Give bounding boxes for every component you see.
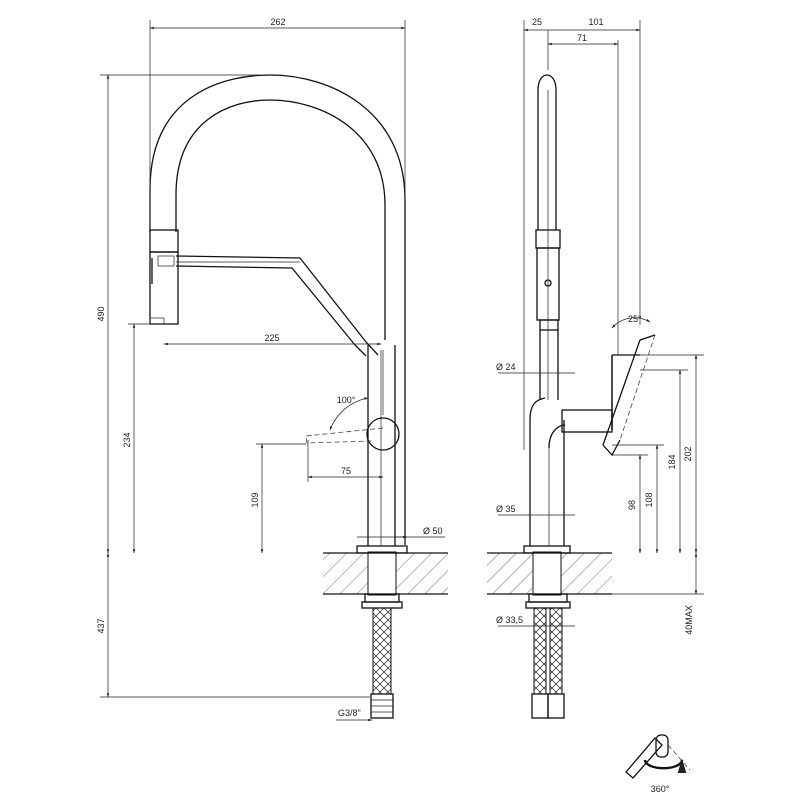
dim-lever-offset: 75 (341, 466, 351, 476)
side-lever-swing (602, 334, 656, 457)
dim-connection: G3/8" (338, 708, 361, 718)
side-spout (535, 74, 561, 400)
dim-body-diameter-side: Ø 35 (496, 504, 516, 514)
dim-h108: 108 (644, 492, 654, 507)
dim-lever-angle: 100° (337, 395, 356, 405)
dim-h98: 98 (627, 500, 637, 510)
front-dimensions: 262 490 225 234 100° 75 109 Ø 50 437 (96, 17, 445, 722)
dim-h184: 184 (667, 454, 677, 469)
front-lever-knob (366, 417, 400, 451)
side-dimensions: 25 101 71 25° Ø 24 Ø 35 98 108 184 202 (496, 17, 704, 635)
front-under-counter (361, 593, 403, 719)
front-spray-head (149, 229, 179, 325)
dim-overall-width: 262 (270, 17, 285, 27)
front-base-flange (356, 545, 408, 554)
dim-h202: 202 (683, 446, 693, 461)
dim-spout-height: 234 (122, 432, 132, 447)
side-base-flange (523, 545, 571, 554)
dim-spout-reach: 225 (264, 333, 279, 343)
front-spout-swing (175, 255, 379, 357)
dim-hose-diameter: Ø 24 (496, 362, 516, 372)
front-lever-alt (305, 427, 384, 444)
dim-depth: 101 (588, 17, 603, 27)
rotation-label: 360° (651, 784, 670, 794)
side-body (529, 354, 640, 546)
front-counter (323, 551, 448, 596)
side-under-counter (525, 593, 571, 719)
dim-max-thickness: 40MAX (684, 605, 694, 635)
dim-shank-diameter: Ø 33,5 (496, 615, 523, 625)
dim-body-diameter: Ø 50 (423, 526, 443, 536)
dim-lever-angle-side: 25° (628, 314, 642, 324)
dim-spout-offset: 71 (577, 33, 587, 43)
side-counter (487, 551, 612, 596)
front-view: 262 490 225 234 100° 75 109 Ø 50 437 (96, 17, 448, 722)
side-view: 25 101 71 25° Ø 24 Ø 35 98 108 184 202 (487, 17, 704, 719)
dim-lever-height: 109 (250, 492, 260, 507)
rotation-icon: 360° (625, 734, 691, 794)
dim-below-counter: 437 (96, 618, 106, 633)
front-spout-arc (149, 74, 406, 545)
dim-overall-height: 490 (96, 306, 106, 321)
dim-rear-offset: 25 (532, 17, 542, 27)
